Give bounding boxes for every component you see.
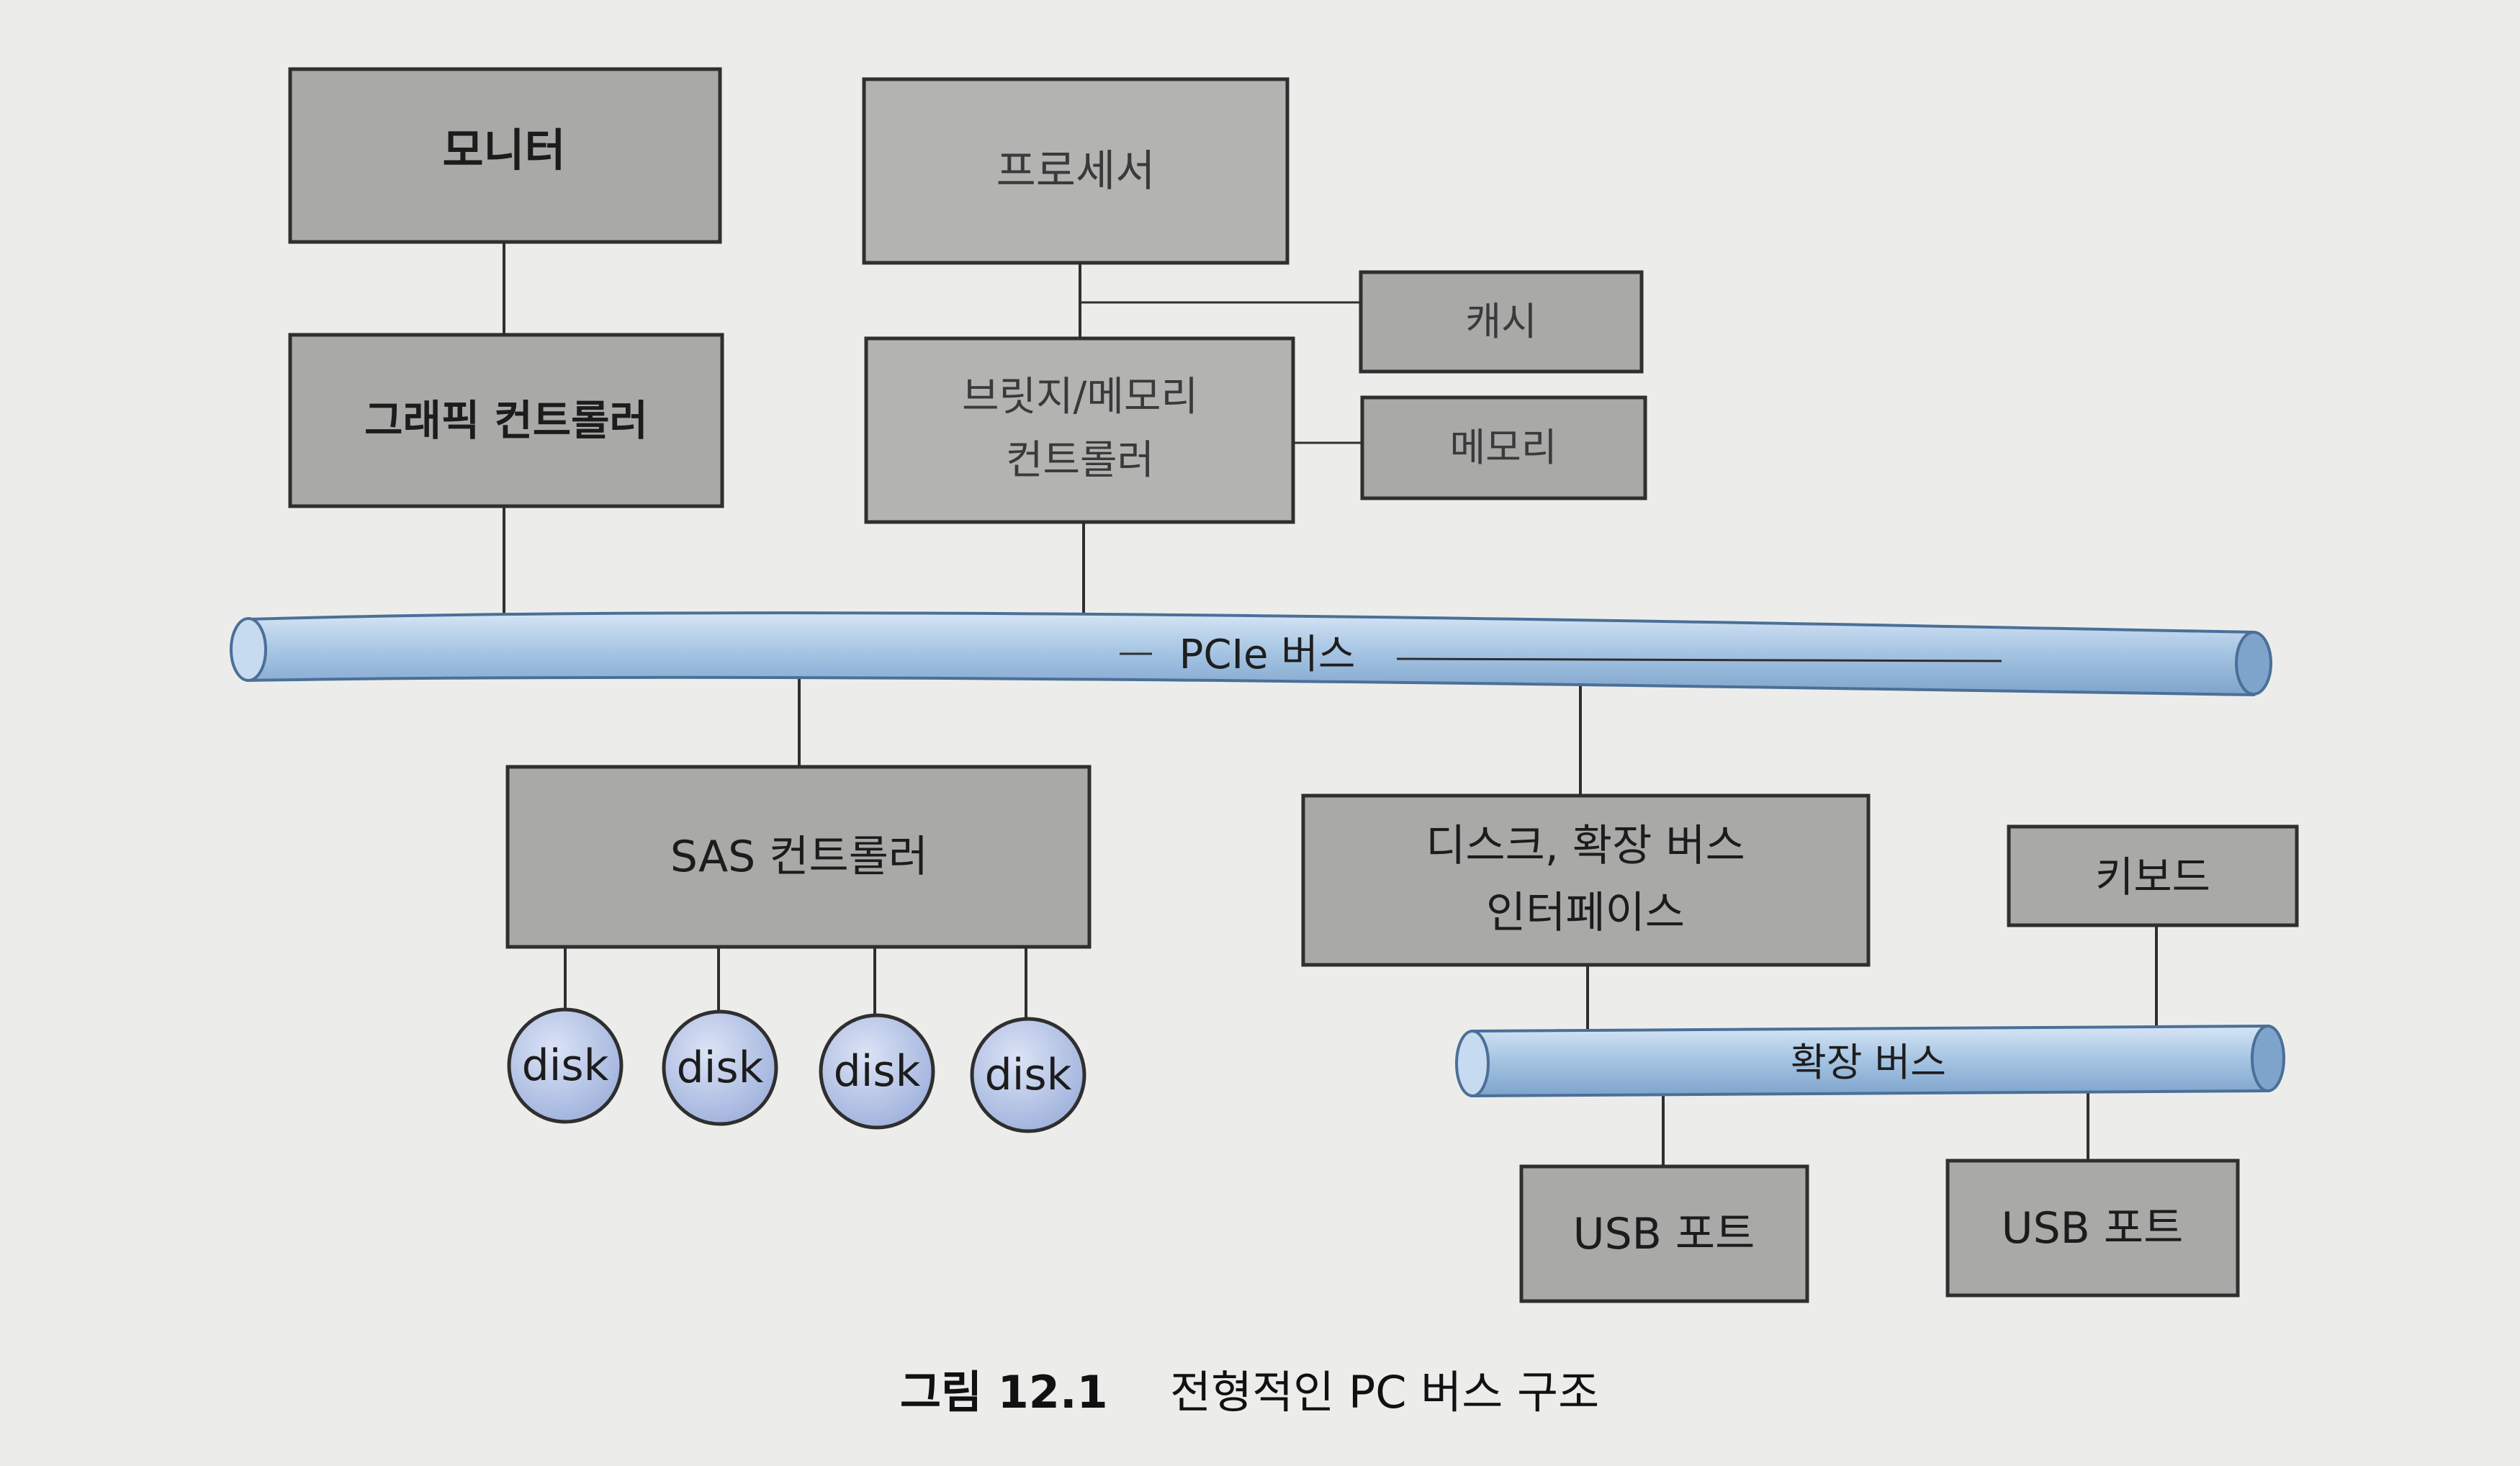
pcie-label-dash-right [1396,657,2002,662]
caption-label: 그림 12.1 [900,1366,1108,1418]
graphics-controller-label: 그래픽 컨트롤러 [364,396,648,445]
usb-port-2-label: USB 포트 [2002,1203,2184,1254]
monitor-label: 모니터 [442,124,565,176]
processor-label: 프로세서 [996,146,1156,197]
disk-4 [970,1017,1086,1133]
expansion-bus: 확장 버스 [1455,1024,2285,1098]
bridge-memory-controller-box [864,336,1295,524]
expansion-bus-right-cap [2251,1025,2285,1092]
processor-box [862,77,1290,265]
graphics-controller-box [288,333,724,508]
disk-4-label: disk [985,1050,1072,1100]
figure-caption: 그림 12.1 전형적인 PC 버스 구조 [900,1366,1599,1418]
memory-label: 메모리 [1449,425,1557,470]
disks: disk disk disk disk [507,1007,1086,1133]
disk-2-label: disk [677,1043,764,1093]
disk-bus-interface-label-line1: 디스크, 확장 버스 [1426,821,1745,871]
cache-box [1359,270,1644,374]
expansion-bus-label: 확장 버스 [1791,1040,1946,1085]
sas-controller-box [505,765,1092,949]
keyboard-label: 키보드 [2095,853,2210,901]
cache-label: 캐시 [1465,299,1536,344]
bridge-memory-controller-label-line2: 컨트롤러 [1006,437,1154,484]
box-labels: 모니터 프로세서 캐시 그래픽 컨트롤러 브릿지/메모리 컨트롤러 메모리 SA… [364,124,2210,1259]
disk-1 [507,1007,624,1124]
disk-bus-interface-box [1301,793,1871,967]
disk-1-label: disk [522,1040,609,1091]
sas-controller-label: SAS 컨트롤러 [670,832,928,882]
usb-port-1-box [1519,1164,1809,1303]
bridge-memory-controller-label-line1: 브릿지/메모리 [962,374,1198,421]
component-boxes [288,67,2299,1303]
pcie-bus-label: PCIe 버스 [1179,631,1356,678]
disk-bus-interface-label-line2: 인터페이스 [1486,888,1685,938]
pcie-bus: PCIe 버스 [230,611,2272,697]
memory-box [1360,395,1647,500]
keyboard-box [2007,824,2299,927]
caption-text: 전형적인 PC 버스 구조 [1170,1366,1599,1418]
usb-port-2-box [1945,1159,2240,1298]
disk-3 [819,1013,935,1130]
monitor-box [288,67,722,244]
disk-3-label: disk [834,1046,921,1097]
usb-port-1-label: USB 포트 [1573,1209,1755,1259]
expansion-bus-left-cap [1455,1030,1490,1097]
pcie-bus-left-cap [230,617,267,682]
pcie-bus-right-cap [2235,631,2272,696]
disk-2 [662,1009,778,1126]
